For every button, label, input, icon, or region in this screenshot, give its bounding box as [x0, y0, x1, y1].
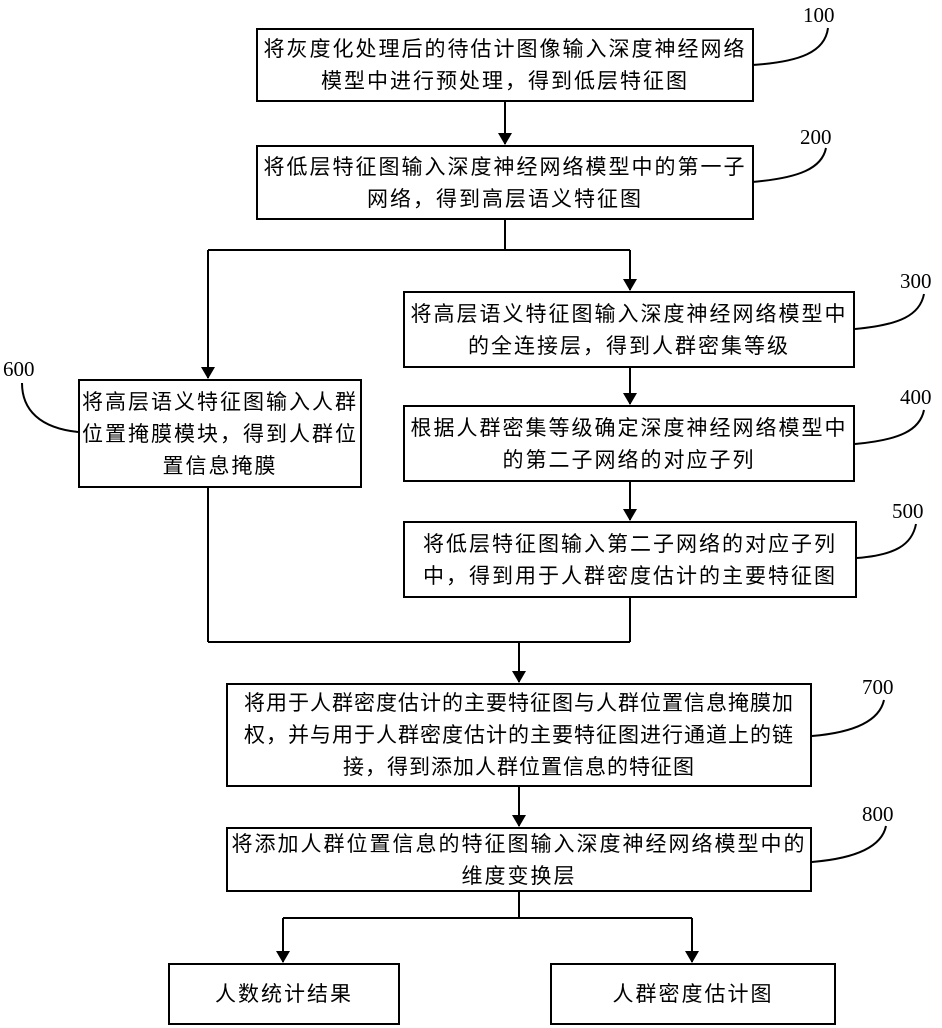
label-600: 600 — [3, 358, 35, 380]
leader-800 — [812, 826, 886, 862]
output-density-text: 人群密度估计图 — [613, 978, 774, 1010]
label-200: 200 — [800, 126, 832, 148]
step-700-text: 将用于人群密度估计的主要特征图与人群位置信息掩膜加权，并与用于人群密度估计的主要… — [228, 687, 810, 783]
step-400-box: 根据人群密集等级确定深度神经网络模型中的第二子网络的对应子列 — [403, 405, 855, 482]
step-500-text: 将低层特征图输入第二子网络的对应子列中，得到用于人群密度估计的主要特征图 — [405, 528, 855, 592]
step-300-text: 将高层语义特征图输入深度神经网络模型中的全连接层，得到人群密集等级 — [405, 298, 853, 362]
label-500: 500 — [892, 500, 924, 522]
leader-600 — [22, 383, 78, 432]
step-700-box: 将用于人群密度估计的主要特征图与人群位置信息掩膜加权，并与用于人群密度估计的主要… — [226, 683, 812, 787]
leader-500 — [857, 524, 916, 558]
label-300: 300 — [900, 270, 932, 292]
step-100-text: 将灰度化处理后的待估计图像输入深度神经网络模型中进行预处理，得到低层特征图 — [258, 33, 752, 97]
step-400-text: 根据人群密集等级确定深度神经网络模型中的第二子网络的对应子列 — [405, 412, 853, 476]
leader-200 — [752, 148, 826, 182]
label-400: 400 — [900, 386, 932, 408]
leader-100 — [752, 28, 828, 65]
step-600-box: 将高层语义特征图输入人群位置掩膜模块，得到人群位置信息掩膜 — [78, 379, 362, 488]
step-100-box: 将灰度化处理后的待估计图像输入深度神经网络模型中进行预处理，得到低层特征图 — [256, 28, 754, 102]
output-density-box: 人群密度估计图 — [550, 963, 836, 1025]
label-100: 100 — [803, 4, 835, 26]
output-count-box: 人数统计结果 — [168, 963, 400, 1025]
step-200-box: 将低层特征图输入深度神经网络模型中的第一子网络，得到高层语义特征图 — [256, 145, 754, 220]
step-600-text: 将高层语义特征图输入人群位置掩膜模块，得到人群位置信息掩膜 — [80, 386, 360, 482]
step-200-text: 将低层特征图输入深度神经网络模型中的第一子网络，得到高层语义特征图 — [258, 151, 752, 215]
step-500-box: 将低层特征图输入第二子网络的对应子列中，得到用于人群密度估计的主要特征图 — [403, 521, 857, 598]
label-800: 800 — [862, 803, 894, 825]
leader-300 — [855, 294, 924, 329]
output-count-text: 人数统计结果 — [215, 978, 353, 1010]
label-700: 700 — [862, 676, 894, 698]
leader-400 — [855, 410, 924, 444]
step-800-text: 将添加人群位置信息的特征图输入深度神经网络模型中的维度变换层 — [228, 828, 810, 892]
step-300-box: 将高层语义特征图输入深度神经网络模型中的全连接层，得到人群密集等级 — [403, 291, 855, 368]
leader-700 — [812, 700, 884, 736]
step-800-box: 将添加人群位置信息的特征图输入深度神经网络模型中的维度变换层 — [226, 827, 812, 892]
